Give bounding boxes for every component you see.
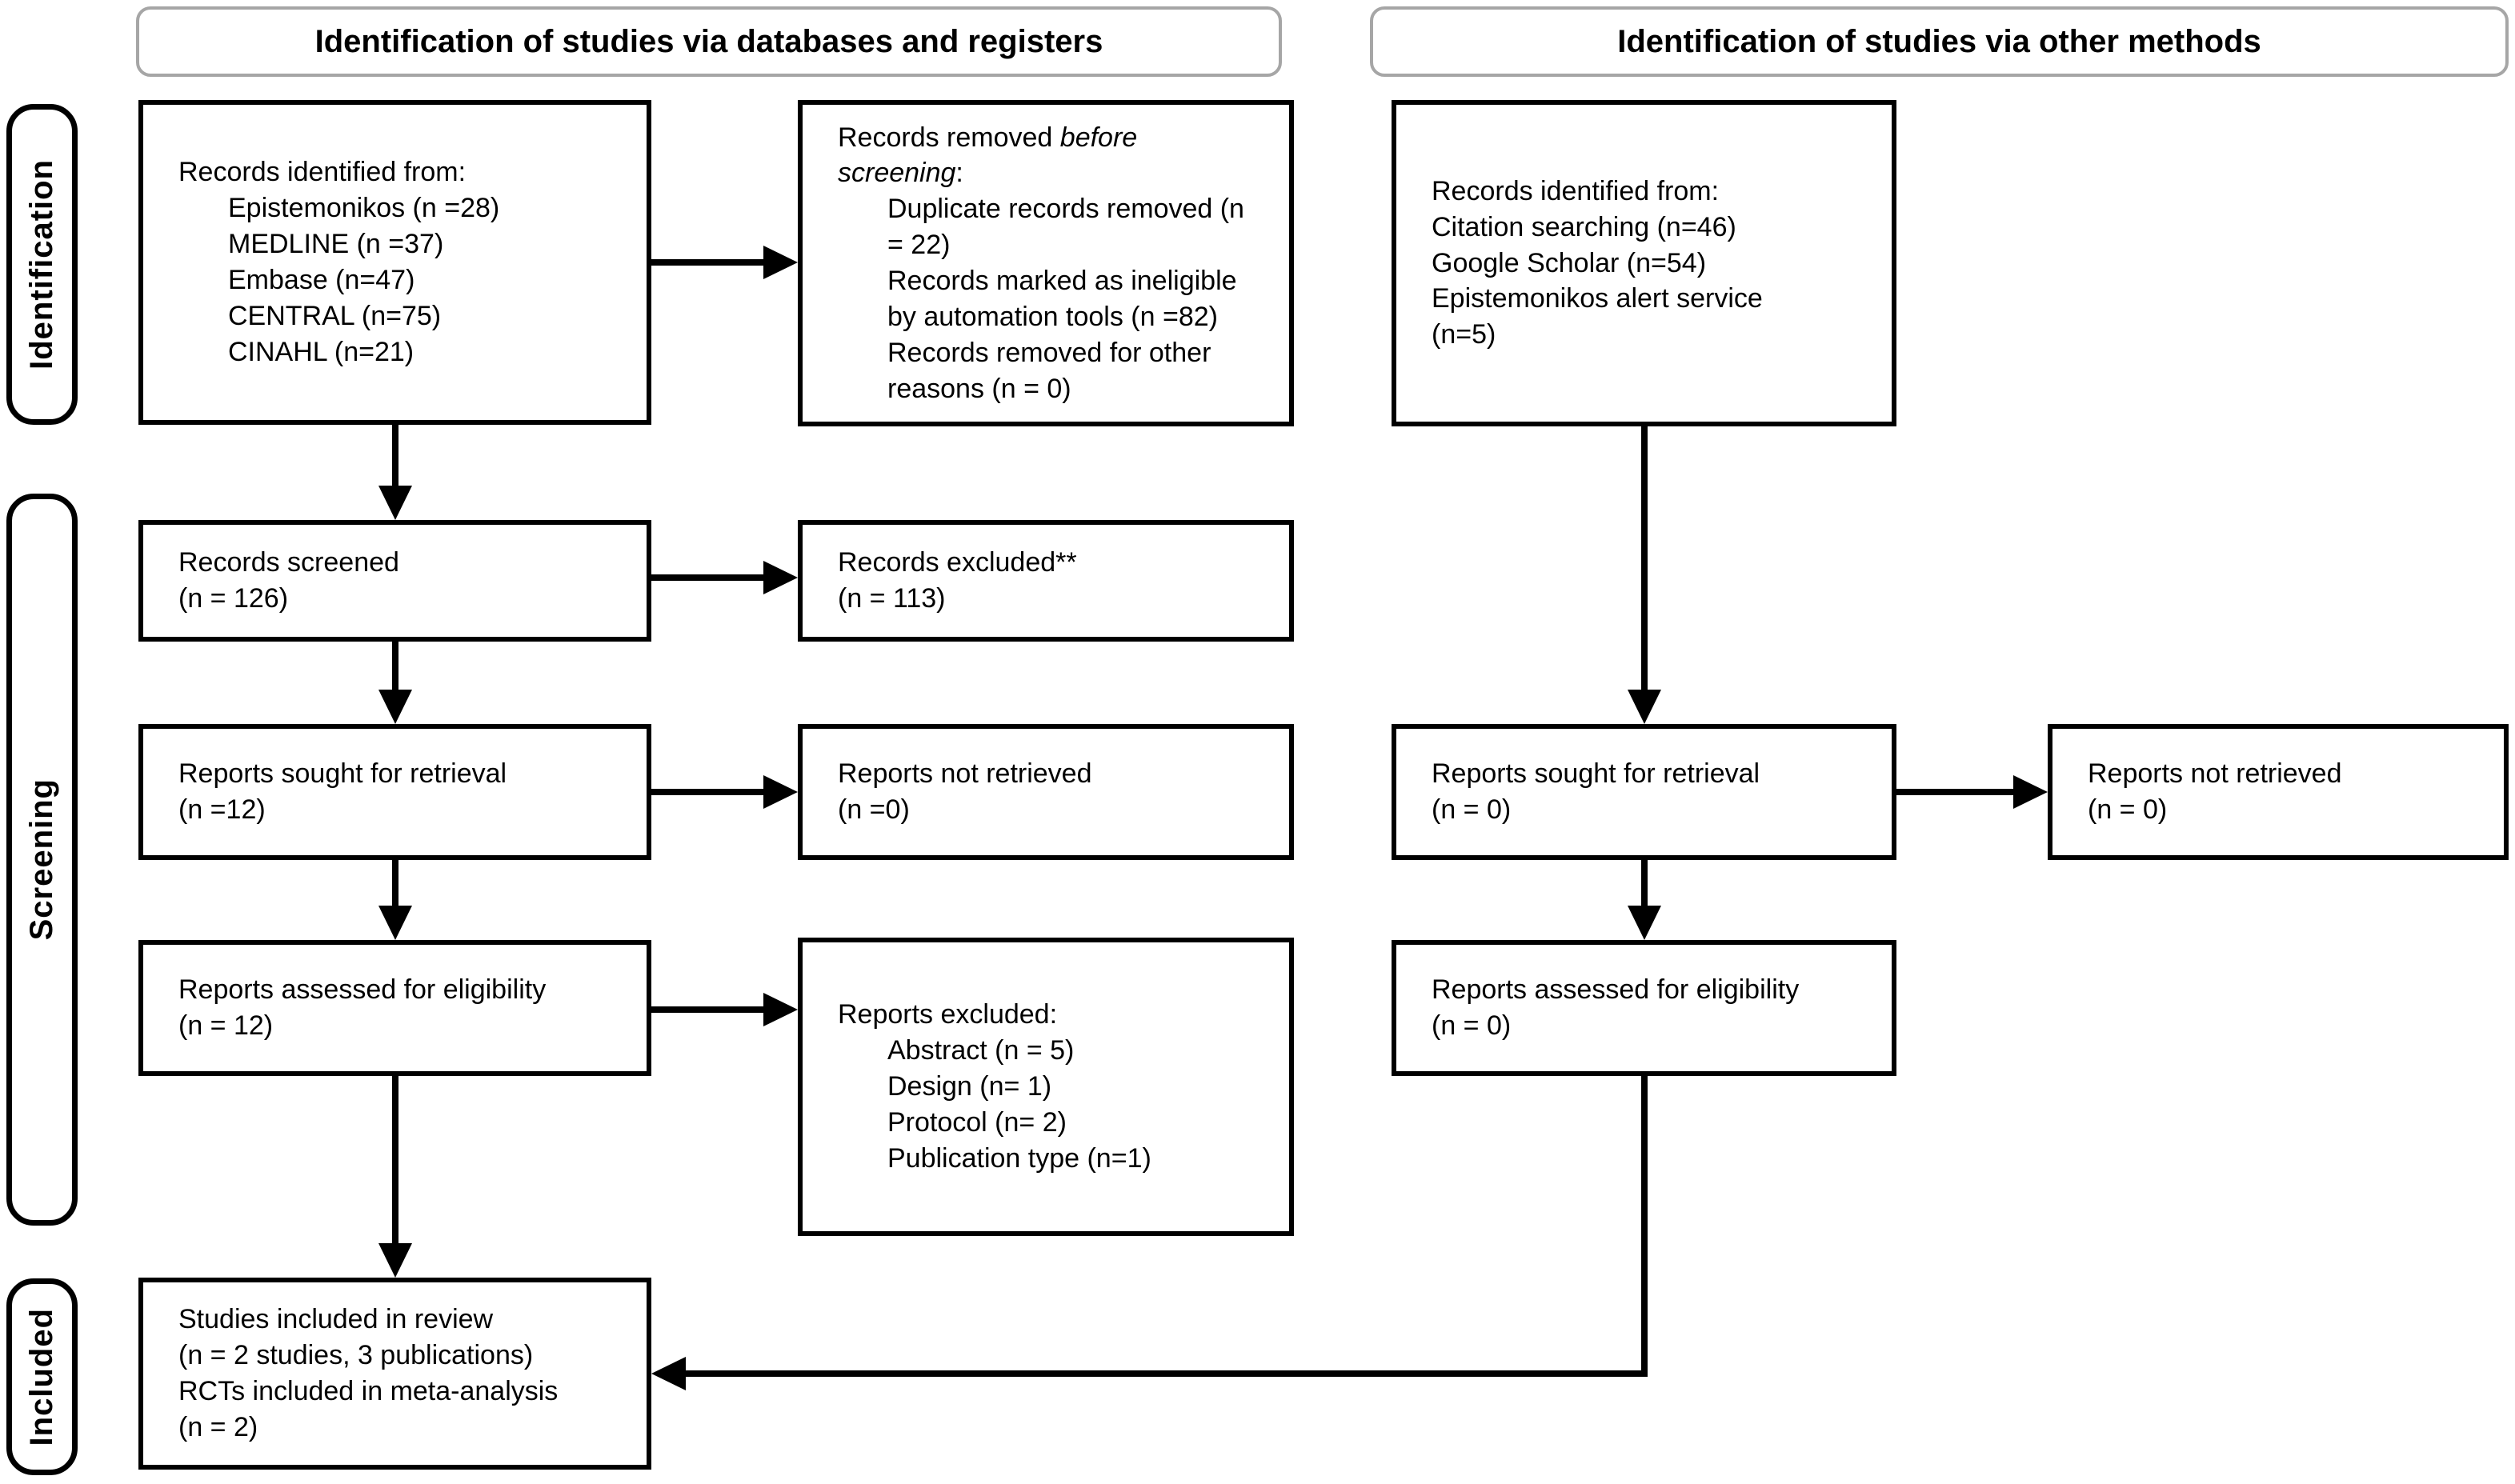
- stage-screening: Screening: [6, 494, 78, 1226]
- list-item: Abstract (n = 5): [887, 1035, 1075, 1066]
- header-databases-registers-label: Identification of studies via databases …: [314, 23, 1103, 59]
- list-item: Google Scholar (n=54): [1432, 247, 1707, 278]
- arrow-other-sought-down-to-assessed: [1628, 860, 1661, 940]
- list-item: Protocol (n= 2): [887, 1106, 1067, 1138]
- box-records-identified-databases: Records identified from: Epistemonikos (…: [138, 100, 651, 425]
- box-count: (n=5): [1432, 319, 1496, 350]
- box-reports-assessed-databases: Reports assessed for eligibility (n = 12…: [138, 940, 651, 1076]
- stage-identification: Identification: [6, 104, 78, 425]
- arrow-sought-down-to-assessed: [378, 860, 412, 940]
- box-title: Reports sought for retrieval: [1432, 758, 1760, 790]
- list-item: Publication type (n=1): [887, 1142, 1151, 1174]
- box-records-screened: Records screened (n = 126): [138, 520, 651, 642]
- box-title: Records excluded**: [838, 547, 1077, 578]
- box-studies-included: Studies included in review (n = 2 studie…: [138, 1278, 651, 1470]
- box-title: Records screened: [178, 547, 399, 578]
- arrow-screened-down-to-sought: [378, 642, 412, 724]
- arrow-assessed-to-reports-excluded: [651, 993, 798, 1026]
- box-reports-assessed-other-methods: Reports assessed for eligibility (n = 0): [1392, 940, 1896, 1076]
- box-records-excluded: Records excluded** (n = 113): [798, 520, 1294, 642]
- list-item: Records removed for other reasons (n = 0…: [887, 337, 1211, 404]
- arrow-sought-to-not-retrieved: [651, 775, 798, 809]
- list-item: Design (n= 1): [887, 1071, 1052, 1102]
- box-reports-not-retrieved-other-methods: Reports not retrieved (n = 0): [2048, 724, 2509, 860]
- box-title: Reports assessed for eligibility: [178, 974, 547, 1006]
- header-databases-registers: Identification of studies via databases …: [136, 6, 1282, 77]
- box-subtitle: RCTs included in meta-analysis: [178, 1376, 559, 1406]
- list-item: Epistemonikos (n =28): [228, 193, 500, 224]
- list-item: Records marked as ineligible by automati…: [887, 266, 1237, 332]
- list-item: CENTRAL (n=75): [228, 300, 442, 331]
- list-item: CINAHL (n=21): [228, 336, 414, 367]
- box-records-removed-before-screening: Records removed before screening: Duplic…: [798, 100, 1294, 426]
- box-count: (n =12): [178, 794, 266, 825]
- box-count: (n = 12): [178, 1010, 274, 1041]
- header-other-methods: Identification of studies via other meth…: [1370, 6, 2509, 77]
- box-count: (n = 2 studies, 3 publications): [178, 1340, 534, 1371]
- arrow-assessed-down-to-included: [378, 1076, 412, 1278]
- title-suffix: :: [955, 158, 963, 189]
- box-records-identified-other-methods: Records identified from: Citation search…: [1392, 100, 1896, 426]
- box-title: Studies included in review: [178, 1304, 494, 1335]
- box-title: Reports not retrieved: [838, 758, 1092, 790]
- box-title: Records identified from:: [1432, 175, 1720, 206]
- arrow-other-sought-to-not-retrieved: [1896, 775, 2048, 809]
- stage-included: Included: [6, 1278, 78, 1475]
- arrow-screened-to-records-excluded: [651, 561, 798, 594]
- list-item: Epistemonikos alert service: [1432, 283, 1763, 314]
- title-prefix: Records removed: [838, 122, 1060, 153]
- title-italic: before screening: [838, 122, 1138, 189]
- box-count: (n = 2): [178, 1411, 258, 1442]
- header-other-methods-label: Identification of studies via other meth…: [1617, 23, 2261, 59]
- arrow-db-identified-to-records-removed: [651, 246, 798, 279]
- box-count: (n = 0): [1432, 794, 1512, 825]
- box-reports-not-retrieved-databases: Reports not retrieved (n =0): [798, 724, 1294, 860]
- box-count: (n =0): [838, 794, 910, 825]
- box-title: Reports sought for retrieval: [178, 758, 507, 790]
- box-title: Records identified from:: [178, 157, 467, 188]
- stage-identification-label: Identification: [24, 159, 59, 370]
- box-reports-sought-other-methods: Reports sought for retrieval (n = 0): [1392, 724, 1896, 860]
- stage-included-label: Included: [24, 1307, 59, 1446]
- list-item: Duplicate records removed (n = 22): [887, 194, 1244, 261]
- arrow-other-identified-down-to-sought: [1628, 426, 1661, 724]
- box-count: (n = 126): [178, 583, 289, 614]
- list-item: Citation searching (n=46): [1432, 211, 1736, 242]
- box-count: (n = 0): [2088, 794, 2168, 825]
- list-item: Embase (n=47): [228, 265, 415, 295]
- box-title: Reports excluded:: [838, 999, 1058, 1030]
- box-reports-excluded: Reports excluded: Abstract (n = 5) Desig…: [798, 938, 1294, 1236]
- box-reports-sought-databases: Reports sought for retrieval (n =12): [138, 724, 651, 860]
- stage-screening-label: Screening: [24, 778, 59, 941]
- box-title: Reports assessed for eligibility: [1432, 974, 1800, 1006]
- arrow-db-identified-down-to-screened: [378, 425, 412, 520]
- box-count: (n = 113): [838, 583, 946, 614]
- arrow-other-assessed-to-included-elbow: [651, 1076, 1648, 1390]
- list-item: MEDLINE (n =37): [228, 229, 444, 260]
- box-count: (n = 0): [1432, 1010, 1512, 1041]
- box-title: Records removed before screening:: [838, 120, 1254, 192]
- box-title: Reports not retrieved: [2088, 758, 2342, 790]
